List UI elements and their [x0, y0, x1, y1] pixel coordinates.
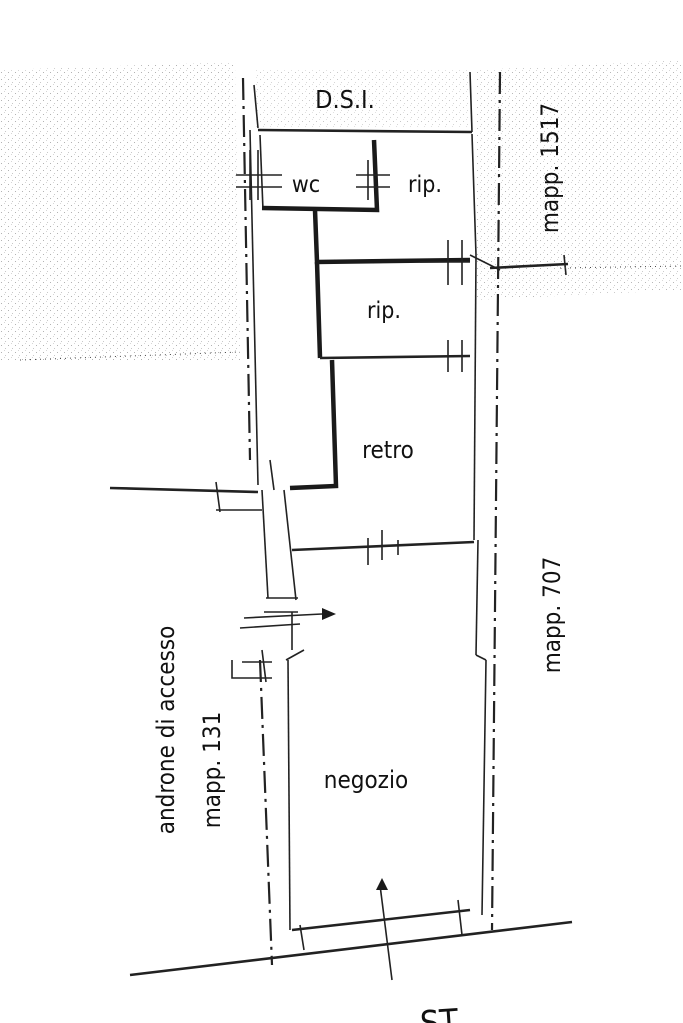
neighbor-label-mapp-131: mapp. 131	[198, 712, 226, 829]
street-line	[129, 920, 573, 977]
dsi-strip-walls	[253, 71, 473, 134]
room-label-wc: wc	[292, 172, 320, 198]
room-label-rip-upper: rip.	[408, 172, 442, 198]
guide-lines	[19, 265, 683, 361]
room-label-dsi: D.S.I.	[315, 85, 375, 114]
entrance-corridor	[109, 481, 305, 661]
neighbor-label-mapp-1517: mapp. 1517	[536, 103, 564, 233]
entrance-step	[231, 649, 272, 683]
bottom-text-fragment: ST	[419, 1002, 460, 1023]
entrance-arrow-icon	[243, 608, 336, 620]
right-boundary-line	[490, 71, 502, 931]
mapp-1517-marker	[489, 254, 569, 276]
room-label-retro: retro	[362, 436, 414, 464]
negozio-walls	[287, 539, 487, 951]
wc-walls	[236, 139, 390, 213]
retro-walls	[269, 359, 339, 491]
rip-walls	[312, 209, 501, 372]
outer-walls	[249, 129, 477, 541]
room-label-rip-lower: rip.	[367, 298, 401, 324]
left-boundary-line	[241, 77, 274, 966]
room-label-negozio: negozio	[324, 766, 408, 794]
retro-negozio-partition	[291, 530, 475, 565]
axis-marker	[376, 878, 393, 981]
stipple-background	[0, 60, 683, 360]
neighbor-label-mapp-707: mapp. 707	[538, 557, 566, 674]
neighbor-label-androne: androne di accesso	[152, 626, 180, 835]
